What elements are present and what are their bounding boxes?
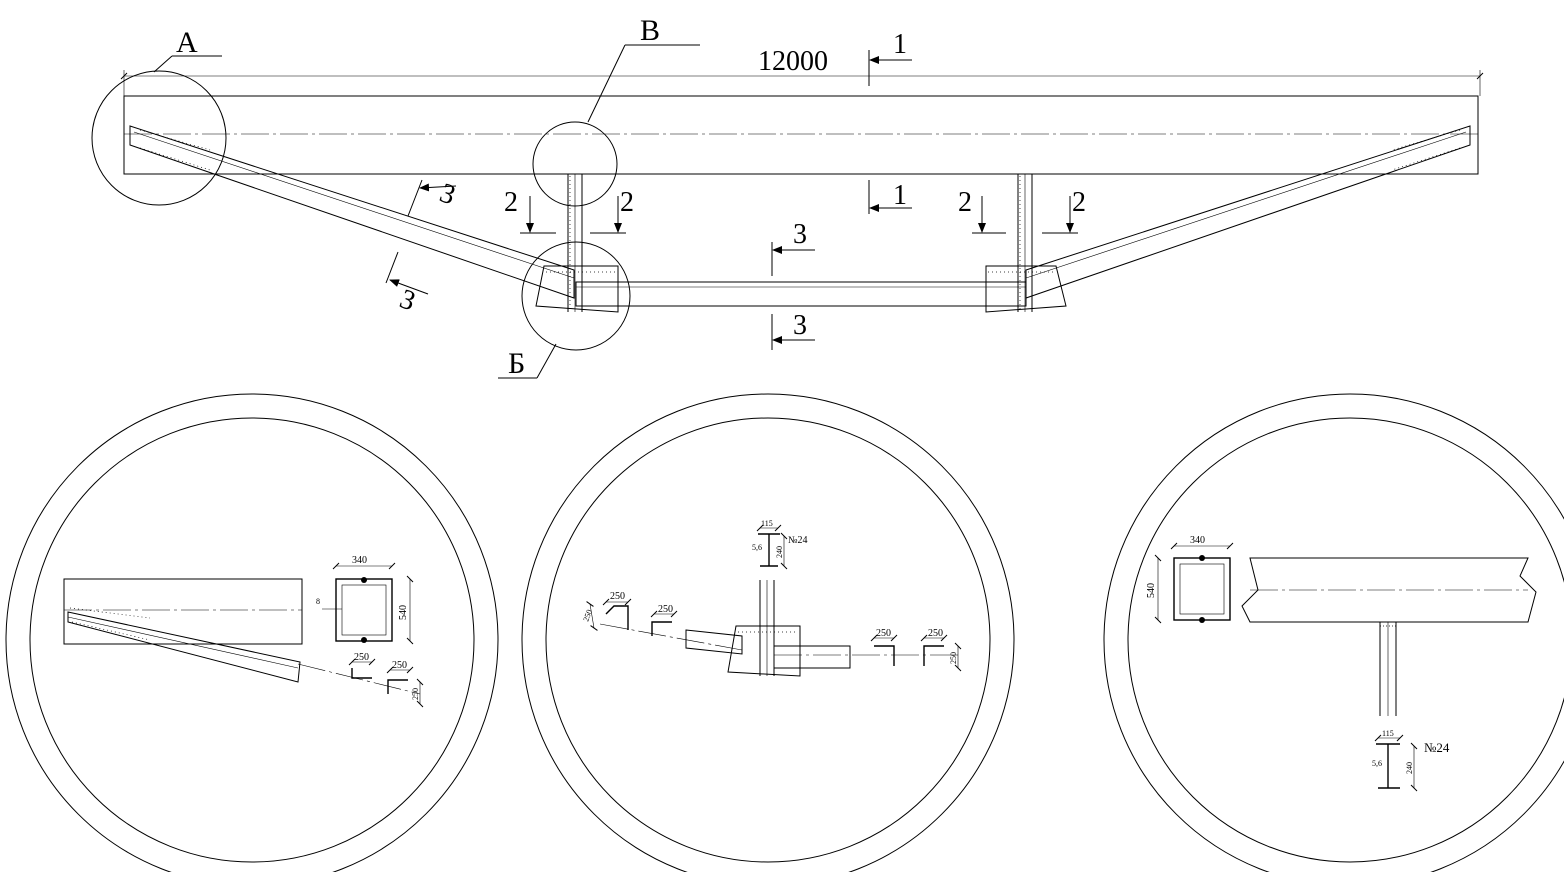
callout-v-label: В [640,14,660,47]
callout-v: В [532,14,700,207]
left-vertical [567,174,583,312]
detail-b-profile: №24 [788,535,808,546]
detail-v-box-section: 340 540 [1146,535,1234,624]
detail-b-web: 5,6 [752,543,762,552]
detail-b-depth: 240 [775,546,784,558]
detail-b-angle-side-l: 250 [581,608,594,622]
section-3-diag-a: 3 [436,177,460,211]
detail-v-profile: №24 [1424,740,1450,755]
section-3-bottom: 3 [793,310,807,341]
right-diagonal [1025,125,1471,299]
callout-a-label: А [176,26,198,59]
section-3-top: 3 [793,219,807,250]
detail-a: 340 540 8 250 250 250 [5,393,499,872]
main-elevation: 12000 [91,14,1484,380]
section-2-d: 2 [1072,187,1086,218]
callout-b-label: Б [508,347,525,380]
section-1-top: 1 [893,29,907,60]
detail-v-height: 540 [1146,583,1157,598]
section-3-marks: 3 3 3 3 [385,177,815,350]
right-gusset [985,265,1067,313]
callout-a: А [91,26,227,206]
left-gusset [535,265,619,313]
detail-v-web: 5,6 [1372,759,1382,768]
detail-a-angle-leg-1: 250 [354,652,369,663]
section-1-bottom: 1 [893,180,907,211]
section-2-a: 2 [504,187,518,218]
section-1-marks: 1 1 [868,29,912,214]
section-2-c: 2 [958,187,972,218]
detail-b-angle-1: 250 [610,591,625,602]
overall-length-label: 12000 [758,46,828,77]
detail-a-thickness: 8 [316,597,320,606]
detail-b-angle-3: 250 [876,628,891,639]
detail-a-angles: 250 250 250 [348,652,424,708]
left-diagonal [129,125,575,299]
right-vertical [1017,174,1033,312]
detail-v-flange-width: 115 [1382,729,1394,738]
detail-a-width: 340 [352,555,367,566]
detail-v-depth: 240 [1405,762,1414,774]
detail-a-box-section: 340 540 8 [316,555,414,645]
detail-b-angle-4: 250 [928,628,943,639]
detail-b-angle-side-r: 250 [949,652,958,664]
detail-a-angle-side: 250 [411,688,420,700]
detail-a-angle-leg-2: 250 [392,660,407,671]
detail-b-angles: 250 250 250 250 250 250 [581,591,962,672]
detail-b-angle-2: 250 [658,604,673,615]
callout-b: Б [498,241,631,380]
detail-a-height: 540 [398,605,409,620]
detail-v-width: 340 [1190,535,1205,546]
top-chord [123,95,1479,175]
section-2-b: 2 [620,187,634,218]
overall-dimension: 12000 [120,46,1484,96]
detail-b: 115 5,6 240 №24 250 250 250 [521,393,1015,872]
detail-v-ibeam: 115 5,6 240 №24 [1372,729,1450,792]
detail-v: 340 540 115 5,6 240 №24 [1103,393,1564,872]
section-3-diag-b: 3 [396,283,420,317]
detail-b-flange-width: 115 [761,519,773,528]
detail-b-ibeam: 115 5,6 240 №24 [752,519,808,570]
section-2-marks: 2 2 2 2 [504,187,1086,234]
bottom-chord [575,281,1027,307]
